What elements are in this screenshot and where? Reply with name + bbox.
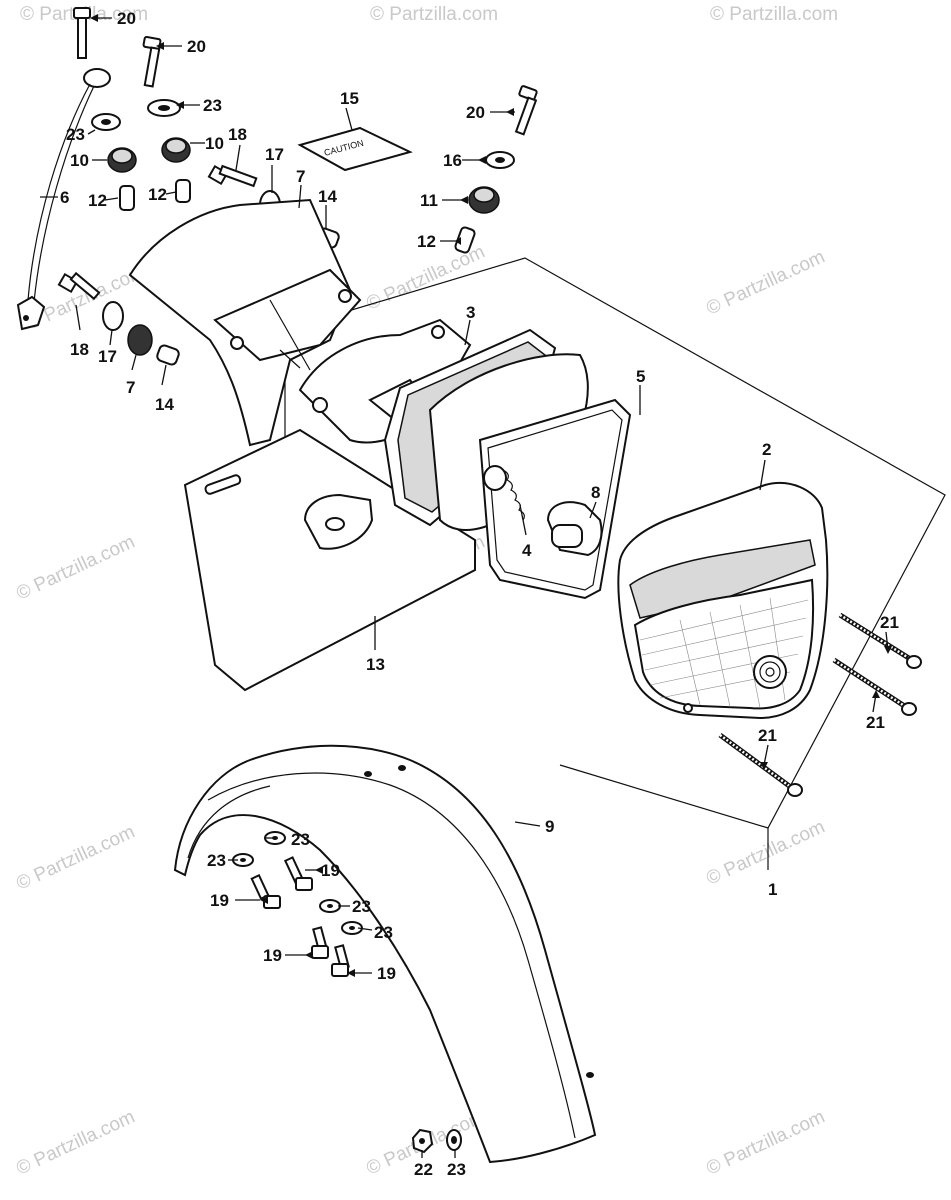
watermark: © Partzilla.com <box>710 4 838 25</box>
lens-part-2 <box>617 482 829 720</box>
collar-part-12 <box>119 179 476 254</box>
callout-15[interactable]: 15 <box>340 89 359 108</box>
callout-17[interactable]: 17 <box>98 347 117 366</box>
washer-part-23 <box>91 99 181 131</box>
callout-14[interactable]: 14 <box>318 187 337 206</box>
callout-10[interactable]: 10 <box>70 151 89 170</box>
bolt-part-19 <box>250 856 350 977</box>
callout-8[interactable]: 8 <box>591 483 600 502</box>
watermark: © Partzilla.com <box>370 4 498 25</box>
callout-23[interactable]: 23 <box>291 830 310 849</box>
callout-11[interactable]: 11 <box>420 191 438 210</box>
callout-22[interactable]: 22 <box>414 1160 433 1179</box>
callout-10[interactable]: 10 <box>205 134 224 153</box>
callout-13[interactable]: 13 <box>366 655 385 674</box>
leader-arrowheads <box>90 14 892 977</box>
watermark: © Partzilla.com <box>13 821 138 894</box>
callout-labels: 1 2 3 4 5 6 7 7 8 9 10 10 11 12 12 12 13… <box>60 9 899 1179</box>
callout-19[interactable]: 19 <box>321 861 340 880</box>
grommet-part-11 <box>468 186 500 214</box>
callout-19[interactable]: 19 <box>210 891 229 910</box>
callout-23[interactable]: 23 <box>352 897 371 916</box>
callout-23[interactable]: 23 <box>203 96 222 115</box>
callout-23[interactable]: 23 <box>207 851 226 870</box>
callout-19[interactable]: 19 <box>263 946 282 965</box>
callout-16[interactable]: 16 <box>443 151 462 170</box>
callout-2[interactable]: 2 <box>762 440 771 459</box>
callout-20[interactable]: 20 <box>466 103 485 122</box>
watermark: © Partzilla.com <box>703 246 828 319</box>
leader-lines <box>40 17 889 1158</box>
callout-12[interactable]: 12 <box>417 232 436 251</box>
callout-3[interactable]: 3 <box>466 303 475 322</box>
watermark: © Partzilla.com <box>23 261 148 334</box>
screw-part-21 <box>718 612 922 797</box>
callout-23[interactable]: 23 <box>447 1160 466 1179</box>
fender-part-9 <box>173 744 597 1164</box>
callout-21[interactable]: 21 <box>880 613 899 632</box>
nut-part-22 <box>411 1128 434 1154</box>
callout-21[interactable]: 21 <box>866 713 885 732</box>
bolt-part-18 <box>57 164 258 301</box>
callout-19[interactable]: 19 <box>377 964 396 983</box>
callout-23[interactable]: 23 <box>374 923 393 942</box>
watermark: © Partzilla.com <box>13 1106 138 1179</box>
callout-20[interactable]: 20 <box>117 9 136 28</box>
bulb-part-8 <box>546 501 603 557</box>
callout-12[interactable]: 12 <box>88 191 107 210</box>
grommet-part-10 <box>107 137 191 173</box>
callout-23[interactable]: 23 <box>66 125 85 144</box>
callout-4[interactable]: 4 <box>522 541 532 560</box>
cable-part-6 <box>16 68 111 331</box>
callout-7[interactable]: 7 <box>296 167 305 186</box>
callout-7[interactable]: 7 <box>126 378 135 397</box>
callout-17[interactable]: 17 <box>265 145 284 164</box>
callout-12[interactable]: 12 <box>148 185 167 204</box>
callout-1[interactable]: 1 <box>768 880 777 899</box>
callout-6[interactable]: 6 <box>60 188 69 207</box>
caution-tag-part-15: CAUTION <box>297 126 413 172</box>
watermark: © Partzilla.com <box>13 531 138 604</box>
watermark: © Partzilla.com <box>703 1106 828 1179</box>
washer-part-16 <box>485 151 515 169</box>
callout-21[interactable]: 21 <box>758 726 777 745</box>
callout-18[interactable]: 18 <box>228 125 247 144</box>
callout-5[interactable]: 5 <box>636 367 645 386</box>
spring-part-4 <box>483 465 525 521</box>
callout-9[interactable]: 9 <box>545 817 554 836</box>
callout-18[interactable]: 18 <box>70 340 89 359</box>
callout-14[interactable]: 14 <box>155 395 174 414</box>
callout-20[interactable]: 20 <box>187 37 206 56</box>
